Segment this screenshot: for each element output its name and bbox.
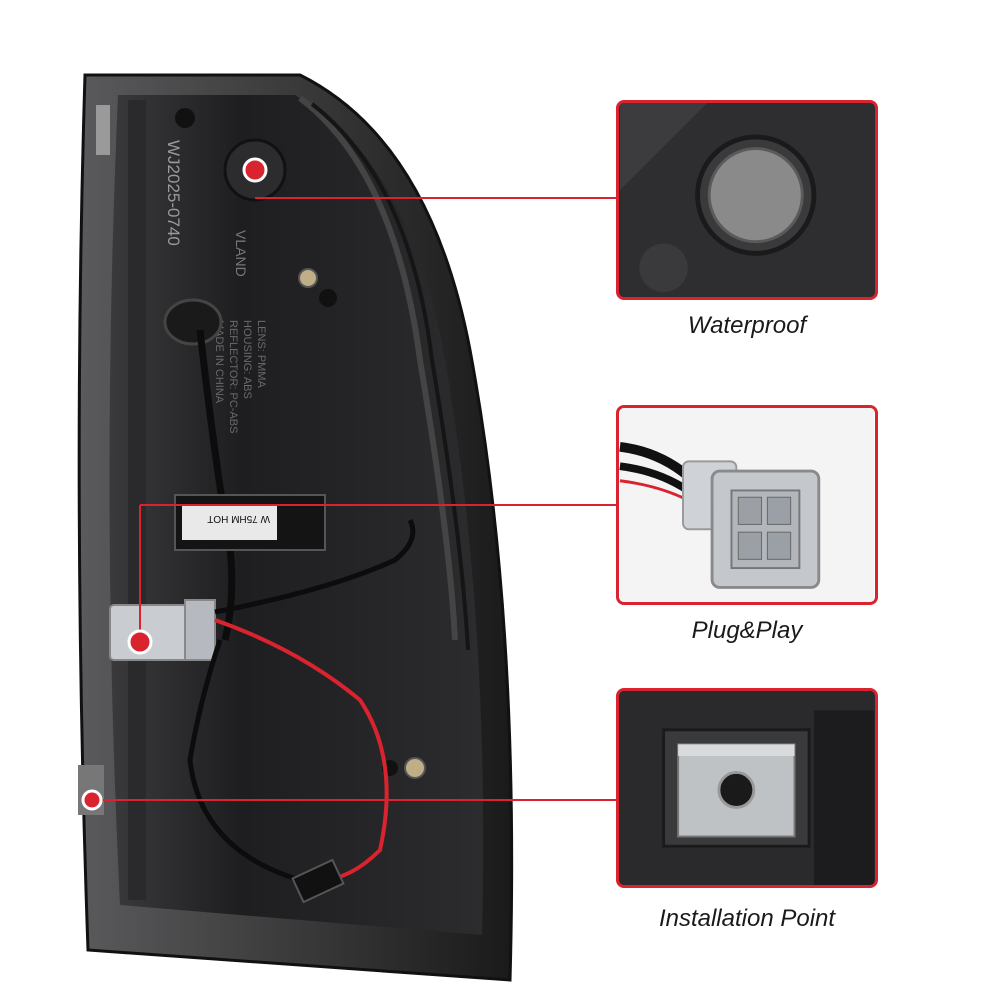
inset-plug-play [616, 405, 878, 605]
wire-grommet [163, 298, 223, 346]
top-clip [96, 105, 110, 155]
part-number-text: WJ2025-0740 [164, 140, 183, 246]
housing-material-text: LENS: PMMAHOUSING: ABSREFLECTOR: PC-ABSM… [213, 320, 267, 434]
plug-connector [109, 599, 216, 661]
inset-installation-point [616, 688, 878, 888]
inline-connector [291, 858, 345, 904]
lower-bolt [404, 757, 426, 779]
callout-line-plug [127, 504, 618, 655]
module-sticker-text: W 75HM HOT [207, 513, 270, 524]
upper-bolt [298, 268, 318, 288]
caption-waterproof: Waterproof [687, 312, 807, 339]
caption-plug-play: Plug&Play [691, 617, 803, 644]
callout-line-waterproof [242, 157, 618, 199]
callout-line-installation [81, 789, 618, 811]
inset-waterproof [616, 100, 878, 300]
brand-emboss-text: VLAND [233, 230, 249, 277]
module-sticker [182, 505, 277, 540]
caption-installation-point: Installation Point [658, 905, 836, 932]
